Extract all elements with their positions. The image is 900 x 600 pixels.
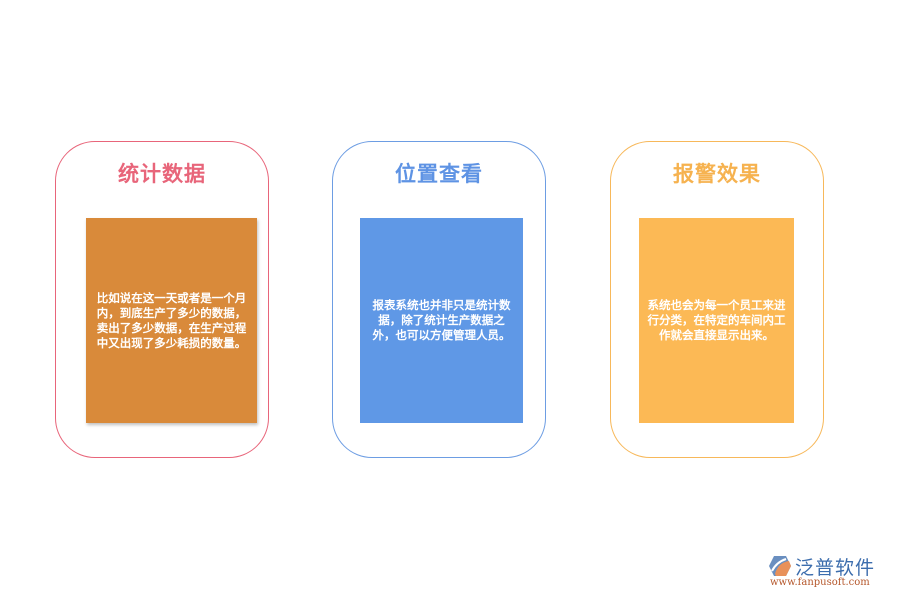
card-description: 系统也会为每一个员工来进行分类，在特定的车间内工作就会直接显示出来。 xyxy=(647,298,786,342)
card-alarm-effect: 报警效果 系统也会为每一个员工来进行分类，在特定的车间内工作就会直接显示出来。 xyxy=(610,141,824,458)
card-title: 统计数据 xyxy=(118,162,206,186)
card-description-box: 报表系统也并非只是统计数据，除了统计生产数据之外，也可以方便管理人员。 xyxy=(360,218,523,423)
card-title: 位置查看 xyxy=(395,162,483,186)
logo-url: www.fanpusoft.com xyxy=(770,577,870,588)
card-statistics: 统计数据 比如说在这一天或者是一个月内，到底生产了多少的数据，卖出了多少数据，在… xyxy=(55,141,269,458)
logo-hexagon-icon xyxy=(769,556,791,576)
card-description-box: 系统也会为每一个员工来进行分类，在特定的车间内工作就会直接显示出来。 xyxy=(639,218,794,423)
brand-logo: 泛普软件 www.fanpusoft.com xyxy=(768,553,893,593)
logo-brand-name: 泛普软件 xyxy=(795,557,876,579)
card-location-view: 位置查看 报表系统也并非只是统计数据，除了统计生产数据之外，也可以方便管理人员。 xyxy=(332,141,546,458)
card-description: 比如说在这一天或者是一个月内，到底生产了多少的数据，卖出了多少数据，在生产过程中… xyxy=(96,290,247,350)
card-title: 报警效果 xyxy=(673,162,761,186)
card-description: 报表系统也并非只是统计数据，除了统计生产数据之外，也可以方便管理人员。 xyxy=(372,298,511,342)
card-description-box: 比如说在这一天或者是一个月内，到底生产了多少的数据，卖出了多少数据，在生产过程中… xyxy=(86,218,257,423)
